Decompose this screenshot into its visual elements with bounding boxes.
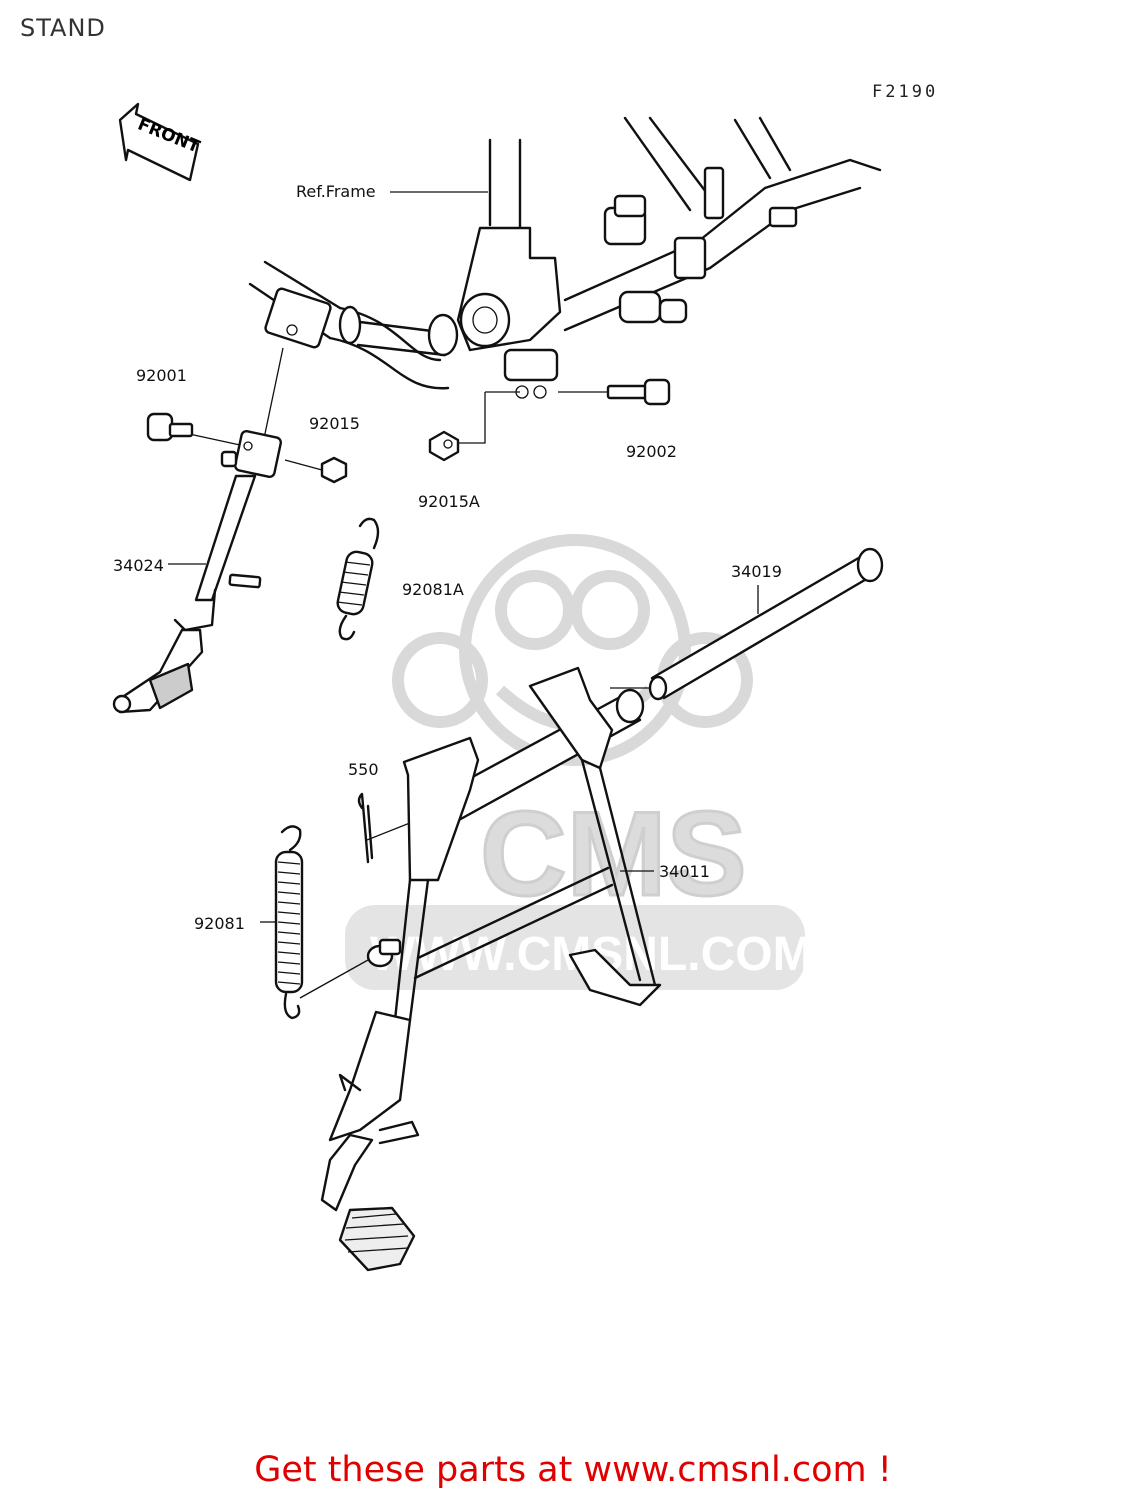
callout-34024: 34024 <box>113 556 164 575</box>
nut-92015A <box>428 430 460 462</box>
page-title: STAND <box>20 14 106 42</box>
front-arrow-icon: FRONT <box>118 102 203 182</box>
bolt-92002 <box>606 378 671 406</box>
frame-drawing <box>248 116 882 399</box>
callout-550: 550 <box>348 760 379 779</box>
callout-34019: 34019 <box>731 562 782 581</box>
spring-92081 <box>274 825 304 1020</box>
callout-92001: 92001 <box>136 366 187 385</box>
callout-34011: 34011 <box>659 862 710 881</box>
cotter-pin-550 <box>357 792 374 864</box>
watermark: CMS WWW.CMSNL.COM <box>345 534 813 990</box>
spring-92081A <box>336 517 380 641</box>
callout-92002: 92002 <box>626 442 677 461</box>
bolt-92001 <box>146 412 194 442</box>
figure-code: F2190 <box>872 82 939 102</box>
callout-ref-frame: Ref.Frame <box>296 182 376 201</box>
main-stand-34011 <box>320 666 662 1272</box>
shaft-34019 <box>648 547 884 701</box>
callout-92015A: 92015A <box>418 492 480 511</box>
side-stand-34024 <box>112 430 282 714</box>
cta-link[interactable]: Get these parts at www.cmsnl.com ! <box>254 1450 892 1490</box>
watermark-logo: CMS <box>480 787 747 921</box>
nut-92015 <box>320 456 348 484</box>
callout-92081: 92081 <box>194 914 245 933</box>
callout-92081A: 92081A <box>402 580 464 599</box>
callout-92015: 92015 <box>309 414 360 433</box>
